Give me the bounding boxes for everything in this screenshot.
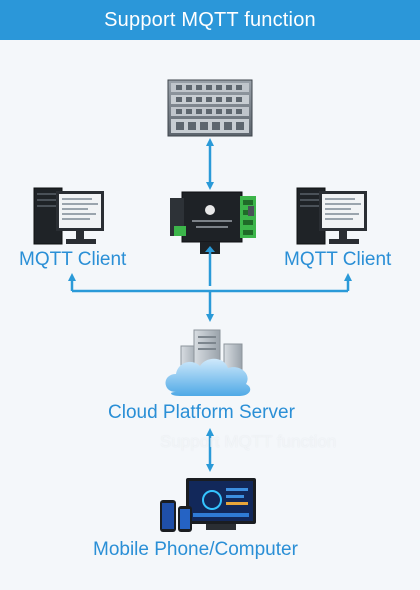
desktop-computer-icon	[296, 187, 367, 245]
cloud-server-icon	[165, 329, 251, 396]
desktop-computer-icon	[33, 187, 104, 245]
gateway-device-icon	[170, 191, 256, 254]
connector-lines	[68, 252, 352, 322]
page-header: Support MQTT function	[0, 0, 420, 40]
page-title: Support MQTT function	[104, 8, 316, 31]
server-rack-icon	[167, 79, 253, 137]
watermark-text: Support MQTT function	[160, 432, 337, 451]
cloud-platform-server-label: Cloud Platform Server	[108, 402, 295, 423]
phone-and-monitor-icon	[160, 478, 256, 532]
mqtt-client-left-label: MQTT Client	[19, 249, 127, 270]
mobile-phone-computer-label: Mobile Phone/Computer	[93, 539, 298, 560]
mqtt-client-right-label: MQTT Client	[284, 249, 392, 270]
